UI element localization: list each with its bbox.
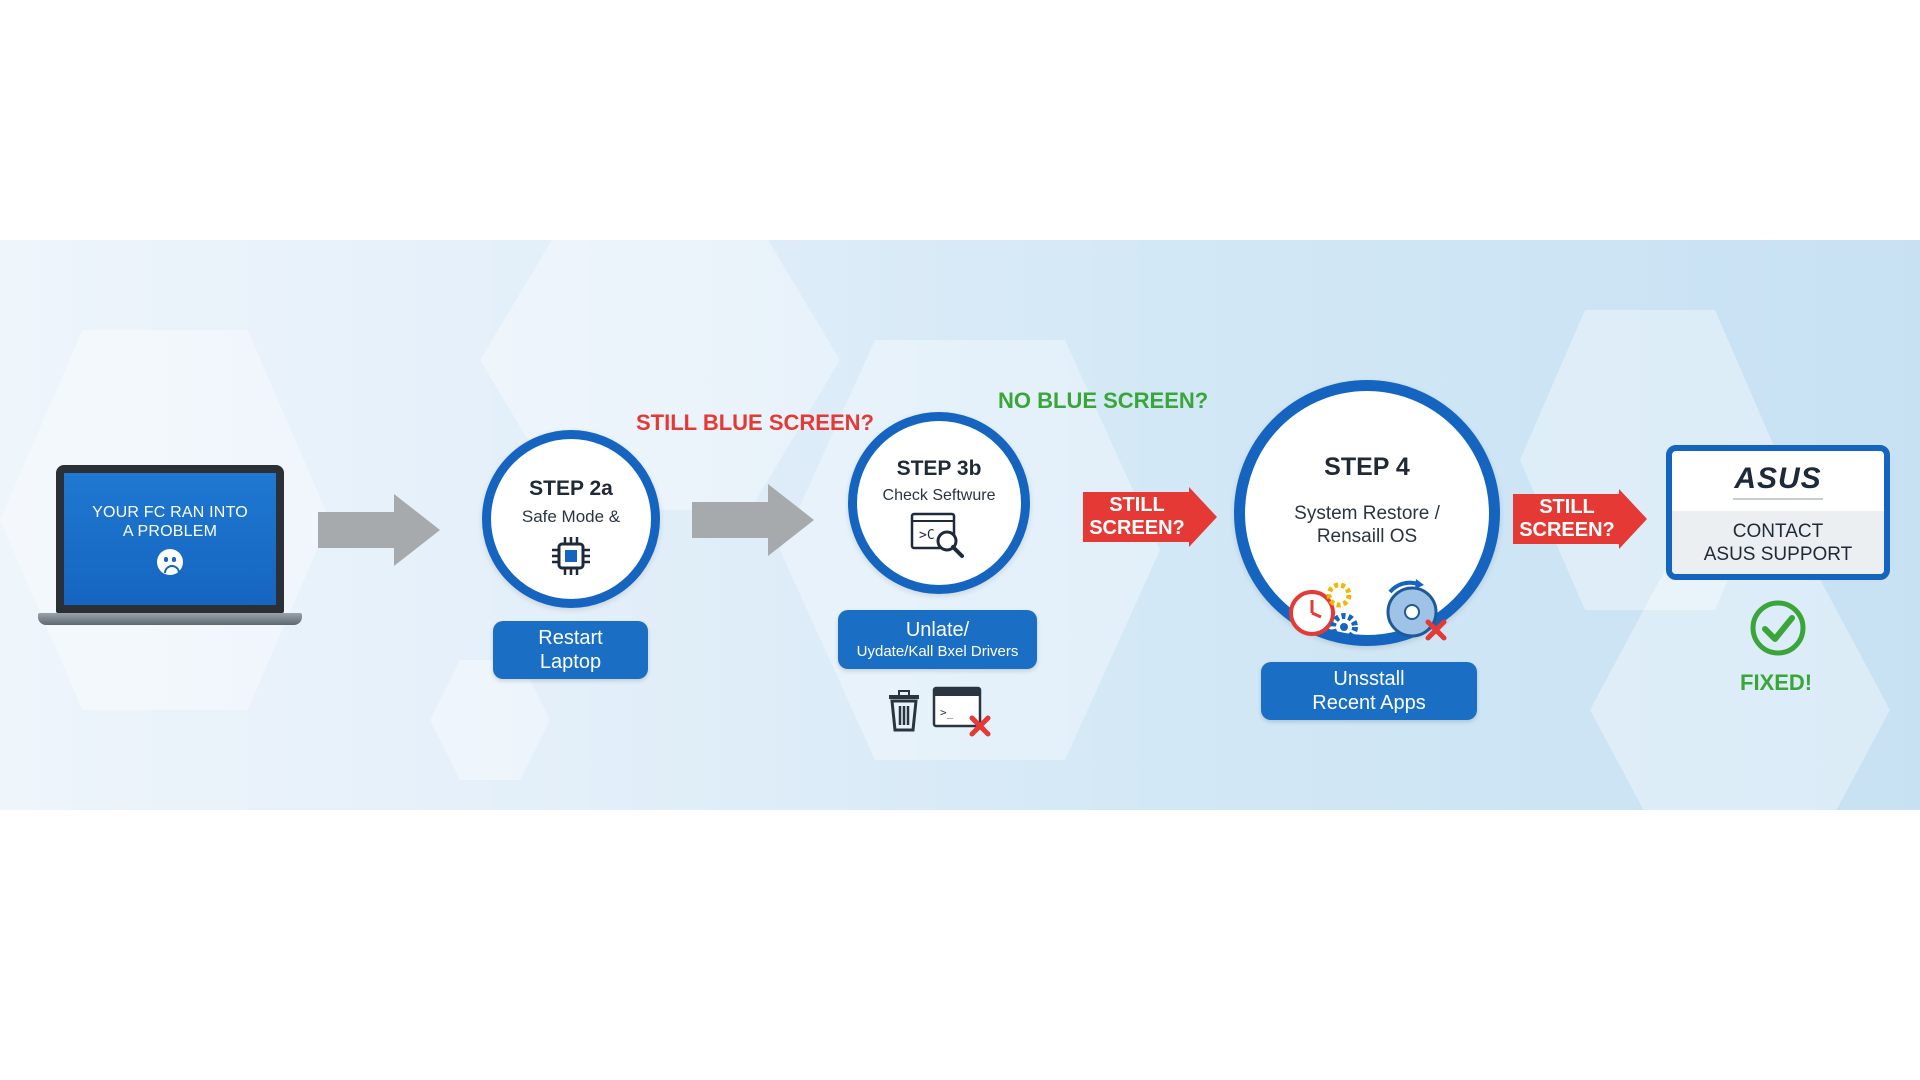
update-drivers-button[interactable]: Unlate/ Uydate/Kall Bxel Drivers: [838, 610, 1037, 669]
clock-gear-icon: [1289, 582, 1358, 641]
laptop-screen: YOUR FC RAN INTO A PROBLEM: [64, 473, 276, 605]
arrow-2-line1: STILL: [1539, 496, 1595, 518]
still-screen-arrow-2: STILL SCREEN?: [1513, 488, 1649, 550]
disc-x-icon: [1386, 579, 1447, 641]
still-screen-arrow-1: STILL SCREEN?: [1083, 486, 1219, 548]
step-4-subtitle-line2: Rensaill OS: [1316, 526, 1418, 547]
contact-label: CONTACT ASUS SUPPORT: [1672, 511, 1884, 574]
error-text-line2: A PROBLEM: [122, 523, 218, 540]
step-2a-circle: STEP 2a Safe Mode &: [482, 430, 660, 608]
restart-label-line1: Restart: [538, 627, 603, 649]
step-4-circle: STEP 4 System Restore / Rensaill OS: [1234, 380, 1500, 646]
svg-text:>C: >C: [919, 528, 935, 543]
error-text-line1: YOUR FC RAN INTO: [92, 504, 248, 521]
laptop-lid: YOUR FC RAN INTO A PROBLEM: [56, 465, 284, 613]
contact-support-box[interactable]: ASUS CONTACT ASUS SUPPORT: [1666, 445, 1890, 580]
step-2a-title: STEP 2a: [529, 477, 613, 500]
step-2a-subtitle: Safe Mode &: [521, 507, 621, 526]
svg-text:>_: >_: [940, 706, 954, 719]
flow-arrow: [318, 494, 440, 566]
cpu-chip-icon: [552, 537, 590, 575]
arrow-2-line2: SCREEN?: [1519, 519, 1615, 541]
still-blue-screen-label: STILL BLUE SCREEN?: [636, 410, 874, 435]
sad-face-icon: [157, 549, 183, 575]
trash-icon: [889, 690, 919, 732]
bg-hexagon: [430, 660, 550, 780]
uninstall-label-line2: Recent Apps: [1312, 692, 1426, 714]
uninstall-apps-button[interactable]: Unsstall Recent Apps: [1261, 662, 1477, 720]
laptop-base: [38, 613, 302, 625]
restart-laptop-button[interactable]: Restart Laptop: [493, 621, 648, 679]
contact-line2: ASUS SUPPORT: [1703, 543, 1853, 565]
restart-label-line2: Laptop: [539, 651, 602, 673]
asus-logo-area: ASUS: [1672, 451, 1884, 511]
window-x-icon: >_: [932, 686, 991, 737]
update-label-line2: Uydate/Kall Bxel Drivers: [856, 642, 1019, 660]
step-4-title: STEP 4: [1324, 453, 1410, 481]
flow-arrow: [692, 484, 814, 556]
contact-line1: CONTACT: [1732, 520, 1824, 542]
step-4-subtitle-line1: System Restore /: [1294, 503, 1440, 524]
step-3b-circle: STEP 3b Check Seftwure >C: [848, 412, 1030, 594]
check-circle-icon: [1750, 600, 1806, 656]
update-label-line1: Unlate/: [905, 618, 970, 641]
magnifier-window-icon: >C: [910, 512, 964, 558]
step-3b-title: STEP 3b: [896, 457, 982, 480]
step-3b-subtitle: Check Seftwure: [882, 487, 996, 504]
no-blue-screen-label: NO BLUE SCREEN?: [998, 388, 1209, 413]
laptop-illustration: YOUR FC RAN INTO A PROBLEM: [38, 465, 302, 633]
arrow-1-line1: STILL: [1109, 494, 1165, 516]
uninstall-label-line1: Unsstall: [1333, 668, 1405, 690]
arrow-1-line2: SCREEN?: [1089, 517, 1185, 539]
logo-underline: [1733, 498, 1823, 500]
step-4-subtitle: System Restore / Rensaill OS: [1294, 502, 1440, 548]
fixed-label: FIXED!: [1740, 670, 1813, 695]
asus-logo: ASUS: [1734, 462, 1822, 495]
